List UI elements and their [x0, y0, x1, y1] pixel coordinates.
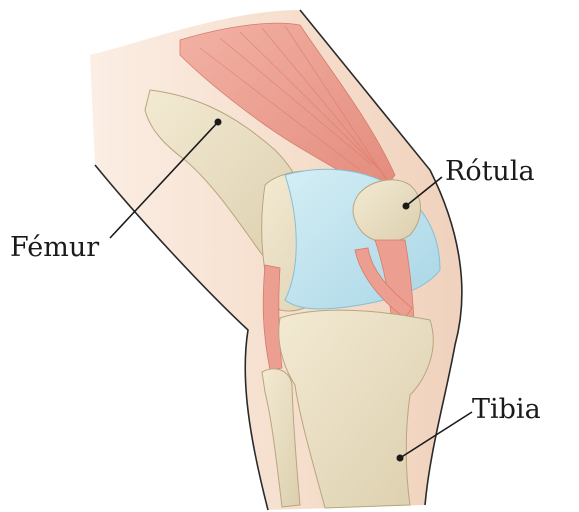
tibia-leader-dot [397, 455, 404, 462]
femur-label: Fémur [10, 234, 99, 261]
patella-bone [353, 180, 420, 242]
femur-leader-dot [215, 119, 222, 126]
tibia-label: Tibia [472, 396, 541, 423]
rotula-label: Rótula [445, 158, 535, 185]
rotula-leader-dot [403, 203, 410, 210]
